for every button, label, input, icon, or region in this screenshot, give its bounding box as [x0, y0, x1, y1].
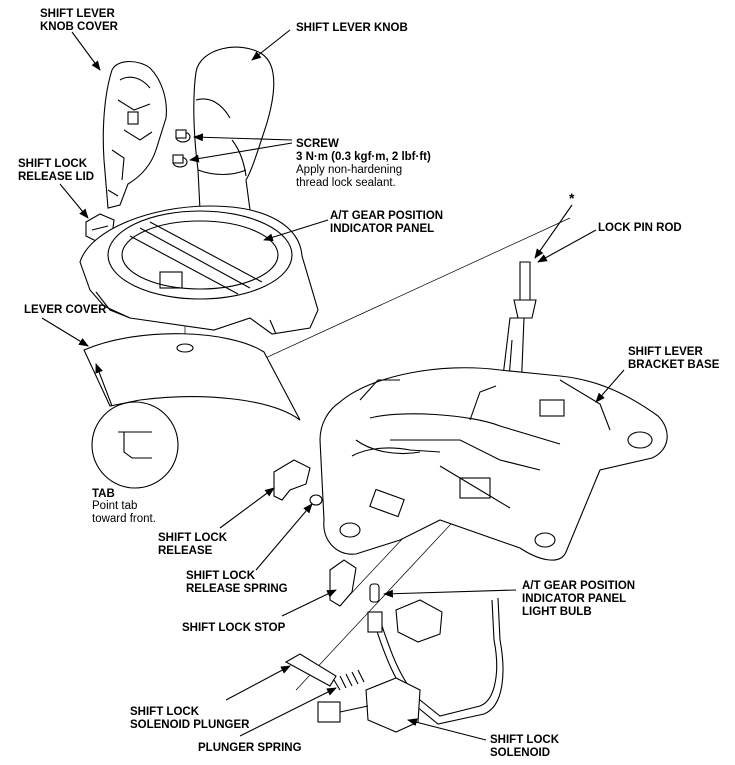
indicator-panel-part: [79, 205, 319, 335]
label-lock-pin-rod: LOCK PIN ROD: [598, 222, 682, 234]
label-release-spring: SHIFT LOCK RELEASE SPRING: [186, 570, 288, 596]
label-line: A/T GEAR POSITION: [522, 580, 636, 592]
label-screw: SCREW: [296, 138, 339, 150]
label-solenoid-plunger: SHIFT LOCK SOLENOID PLUNGER: [130, 706, 249, 732]
label-line: toward front.: [92, 513, 156, 525]
label-bracket-base: SHIFT LEVER BRACKET BASE: [628, 346, 719, 372]
label-screw-torque: 3 N·m (0.3 kgf·m, 2 lbf·ft): [296, 151, 431, 163]
label-line: SHIFT LOCK: [158, 532, 227, 544]
label-screw-note: Apply non-hardening thread lock sealant.: [296, 164, 402, 190]
label-line: SHIFT LEVER: [40, 8, 115, 20]
label-line: Apply non-hardening: [296, 164, 403, 176]
shift-lock-stop-part: [329, 559, 357, 607]
label-line: thread lock sealant.: [296, 177, 396, 189]
label-release-lid: SHIFT LOCK RELEASE LID: [18, 158, 94, 184]
shift-lever-knob-part: [193, 46, 275, 217]
label-solenoid: SHIFT LOCK SOLENOID: [490, 734, 559, 760]
label-asterisk: *: [569, 190, 575, 206]
label-plunger-spring: PLUNGER SPRING: [198, 742, 302, 754]
label-line: LIGHT BULB: [522, 606, 592, 618]
label-line: SHIFT LOCK: [18, 158, 87, 170]
label-line: SOLENOID PLUNGER: [130, 719, 250, 731]
leader-lines: [41, 29, 625, 741]
shift-lock-release-spring-part: [309, 494, 323, 506]
label-lever-cover: LEVER COVER: [24, 304, 107, 316]
label-line: INDICATOR PANEL: [330, 223, 435, 235]
label-line: SHIFT LOCK: [186, 570, 255, 582]
label-lock-stop: SHIFT LOCK STOP: [182, 622, 286, 634]
shift-lever-knob-cover-part: [102, 60, 167, 209]
label-line: BRACKET BASE: [628, 359, 720, 371]
label-line: A/T GEAR POSITION: [330, 210, 444, 222]
label-line: SOLENOID: [490, 747, 551, 759]
label-knob-cover: SHIFT LEVER KNOB COVER: [40, 8, 118, 34]
label-line: KNOB COVER: [40, 21, 118, 33]
label-line: SHIFT LEVER: [628, 346, 703, 358]
label-line: INDICATOR PANEL: [522, 593, 627, 605]
label-line: RELEASE SPRING: [186, 583, 288, 595]
label-light-bulb: A/T GEAR POSITION INDICATOR PANEL LIGHT …: [522, 580, 635, 619]
label-line: SHIFT LOCK: [490, 734, 559, 746]
label-knob: SHIFT LEVER KNOB: [296, 22, 408, 34]
shift-lock-release-part: [273, 459, 311, 501]
shift-lock-solenoid-plunger-part: [284, 653, 337, 687]
lever-cover-part: [83, 333, 301, 421]
label-tab: TAB: [92, 488, 115, 500]
screw-parts: [172, 129, 191, 168]
indicator-light-bulb-part: [369, 583, 380, 603]
label-line: RELEASE LID: [18, 171, 95, 183]
label-line: SHIFT LOCK: [130, 706, 199, 718]
label-line: RELEASE: [158, 545, 213, 557]
label-indicator-panel: A/T GEAR POSITION INDICATOR PANEL: [330, 210, 443, 236]
shift-lever-bracket-base-part: [319, 367, 668, 561]
label-release: SHIFT LOCK RELEASE: [158, 532, 227, 558]
label-line: Point tab: [92, 500, 138, 512]
shift-lock-solenoid-part: [317, 597, 504, 733]
plunger-spring-part: [333, 669, 365, 691]
tab-detail-circle: [91, 363, 179, 489]
label-tab-note: Point tab toward front.: [92, 500, 156, 526]
